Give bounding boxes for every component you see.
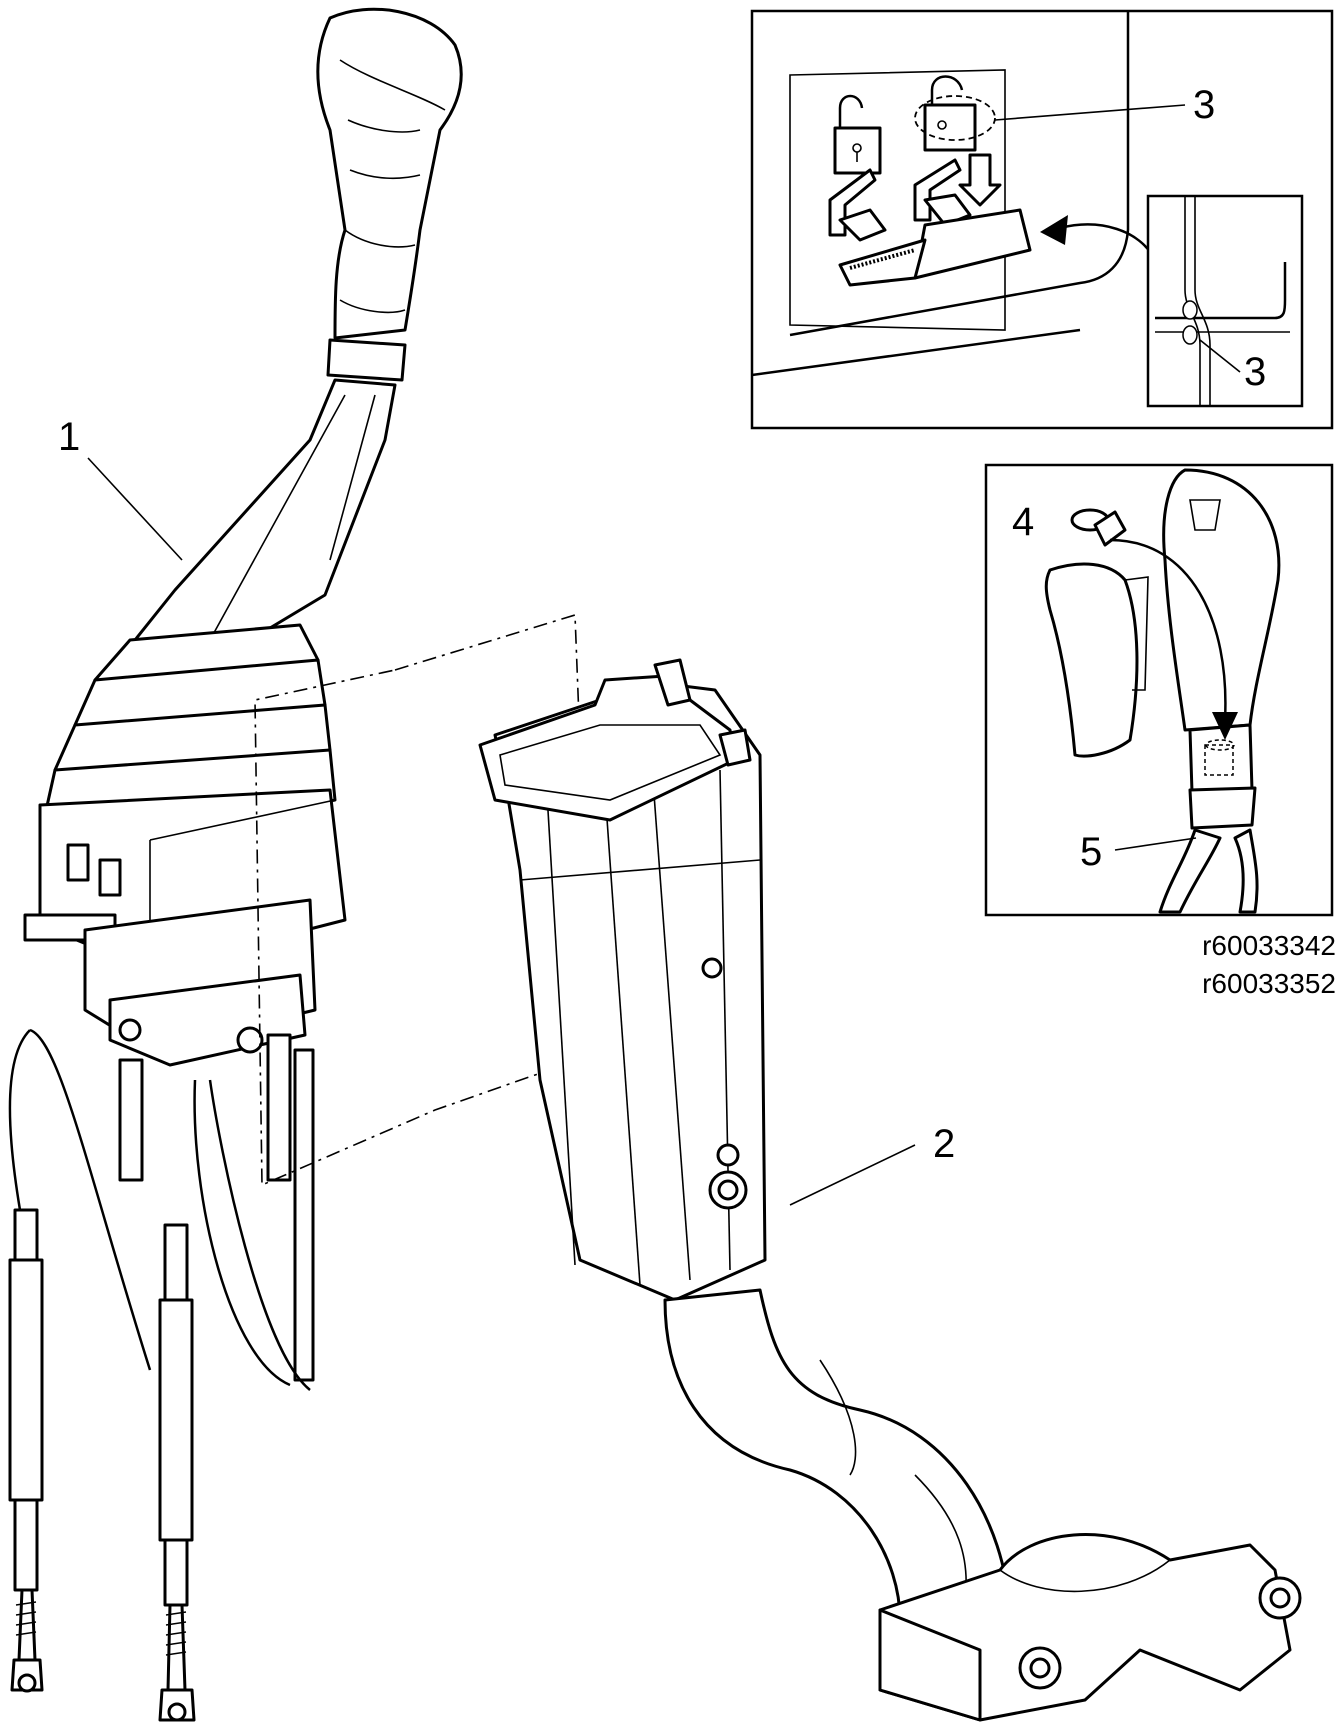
padlock-open-icon (833, 94, 882, 175)
detail-knob-view: 4 5 (984, 463, 1334, 917)
callout-3-lower: 3 (1244, 350, 1266, 394)
detail-lock-view: 3 3 (750, 9, 1334, 430)
reference-number-2: r60033352 (1202, 968, 1336, 999)
callout-3-upper: 3 (1193, 83, 1215, 127)
callout-4: 4 (1012, 500, 1034, 544)
callout-2: 2 (933, 1122, 955, 1166)
gear-lever-assembly: 1 (8, 7, 463, 1722)
console-tube-assembly: 2 (478, 658, 1302, 1722)
alignment-outline (254, 613, 593, 1187)
padlock-closed-icon (914, 75, 996, 152)
callout-5: 5 (1080, 830, 1102, 874)
arrow-down-icon (958, 153, 1002, 207)
reference-number-1: r60033342 (1202, 930, 1336, 961)
callout-1: 1 (58, 415, 80, 459)
